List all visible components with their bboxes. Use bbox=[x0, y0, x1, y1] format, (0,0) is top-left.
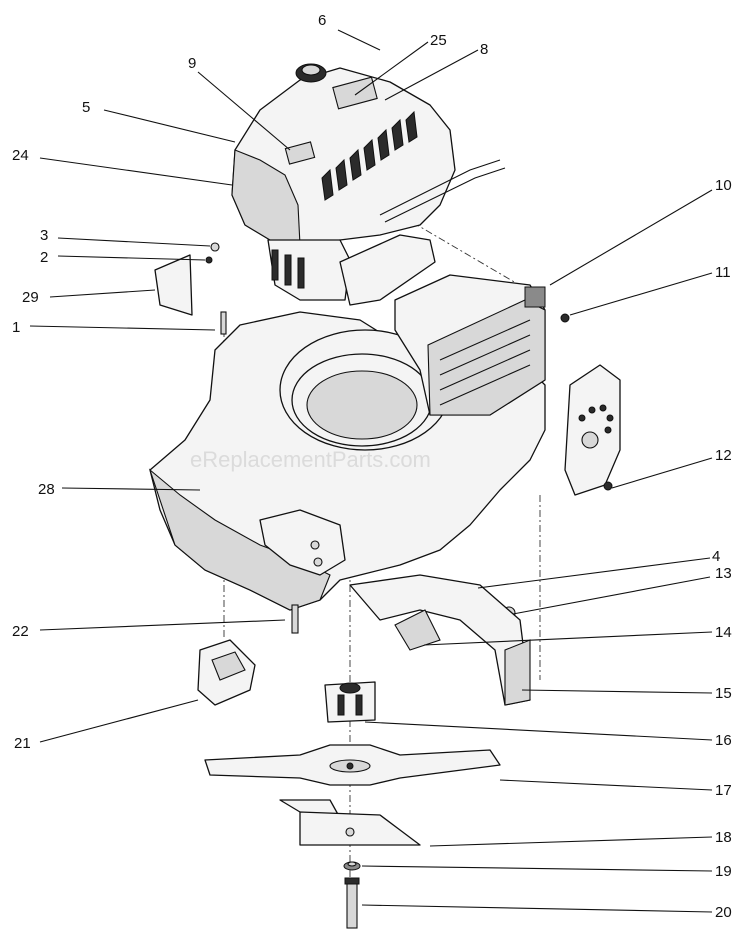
callout-1: 1 bbox=[12, 319, 20, 336]
callout-3: 3 bbox=[40, 227, 48, 244]
callout-6: 6 bbox=[318, 12, 326, 29]
height-adjust-plate bbox=[564, 364, 621, 496]
blade bbox=[204, 744, 501, 786]
callout-13: 13 bbox=[715, 565, 732, 582]
blade-hardware bbox=[343, 861, 361, 929]
callout-9: 9 bbox=[188, 55, 196, 72]
callout-28: 28 bbox=[38, 481, 55, 498]
leader-lines bbox=[29, 29, 713, 913]
callout-24: 24 bbox=[12, 147, 29, 164]
callout-5: 5 bbox=[82, 99, 90, 116]
callout-15: 15 bbox=[715, 685, 732, 702]
callout-10: 10 bbox=[715, 177, 732, 194]
callout-29: 29 bbox=[22, 289, 39, 306]
rear-baffle bbox=[349, 574, 531, 706]
callout-21: 21 bbox=[14, 735, 31, 752]
callout-16: 16 bbox=[715, 732, 732, 749]
rear-shield bbox=[394, 274, 546, 416]
callout-8: 8 bbox=[480, 41, 488, 58]
hardware bbox=[154, 242, 570, 634]
callout-18: 18 bbox=[715, 829, 732, 846]
callout-17: 17 bbox=[715, 782, 732, 799]
mulching-blade bbox=[279, 799, 421, 846]
callout-14: 14 bbox=[715, 624, 732, 641]
callout-25: 25 bbox=[430, 32, 447, 49]
callouts: 6 25 8 9 5 24 3 2 29 1 10 11 12 28 4 13 … bbox=[12, 12, 732, 921]
blade-adapter bbox=[324, 681, 376, 723]
callout-11: 11 bbox=[715, 264, 731, 281]
engine bbox=[231, 63, 506, 306]
callout-22: 22 bbox=[12, 623, 29, 640]
watermark: eReplacementParts.com bbox=[190, 447, 431, 472]
callout-12: 12 bbox=[715, 447, 732, 464]
callout-2: 2 bbox=[40, 249, 48, 266]
callout-4: 4 bbox=[712, 548, 720, 565]
callout-19: 19 bbox=[715, 863, 732, 880]
front-deflector bbox=[197, 639, 256, 706]
callout-20: 20 bbox=[715, 904, 732, 921]
